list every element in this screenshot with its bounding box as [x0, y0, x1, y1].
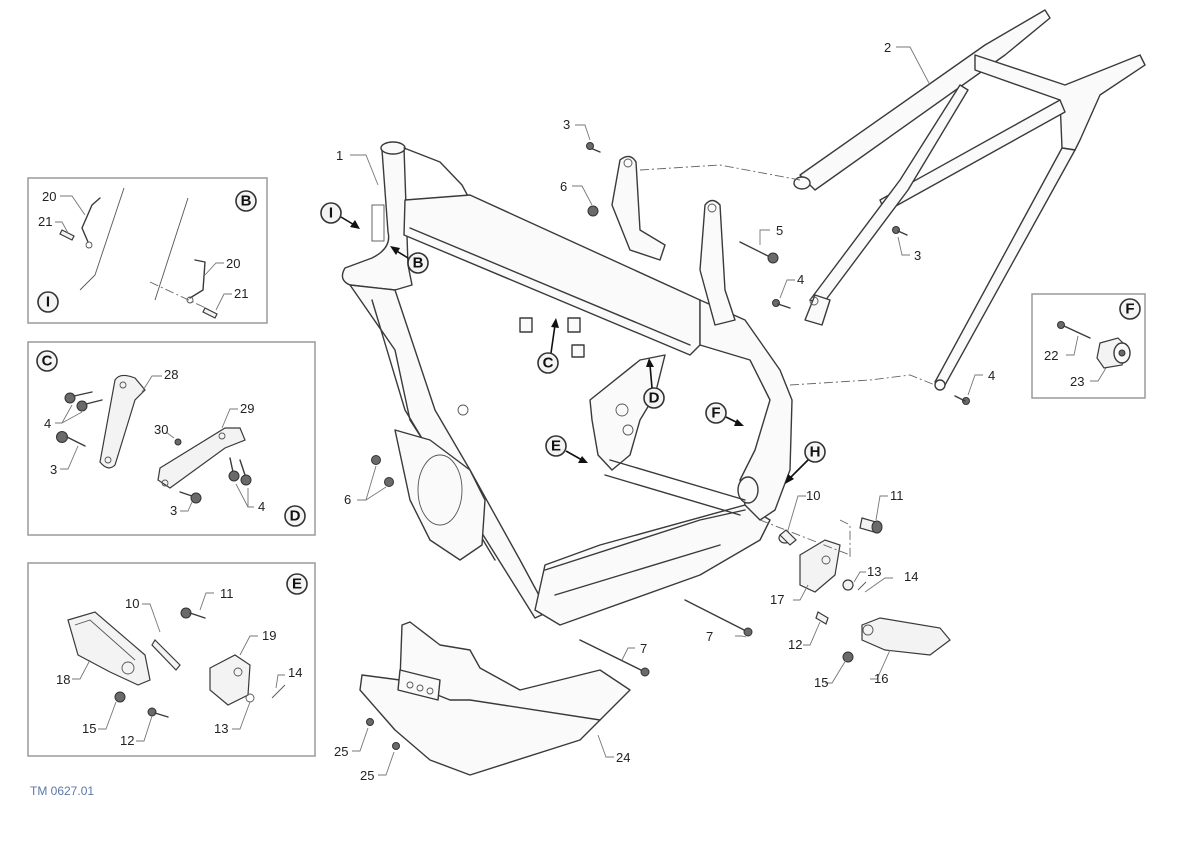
- bolt-7a: [579, 639, 646, 673]
- inset-e-marker-E: E: [292, 576, 302, 593]
- inset-e-callout-15: 15: [82, 721, 96, 736]
- callout-15: 15: [814, 675, 828, 690]
- inset-cd-callout-29: 29: [240, 401, 254, 416]
- inset-C-D: 28 4 3 29 30 3 4 C D: [27, 341, 316, 536]
- svg-text:F: F: [711, 405, 720, 422]
- inset-e-callout-19: 19: [262, 628, 276, 643]
- svg-text:D: D: [649, 390, 660, 407]
- inset-ib-callout-20a: 20: [42, 189, 56, 204]
- callout-11: 11: [890, 488, 904, 503]
- inset-E: 10 11 19 18 14 15 12 13 E: [27, 562, 316, 757]
- callout-6-lower: 6: [344, 492, 351, 507]
- inset-ib-callout-21a: 21: [38, 214, 52, 229]
- callout-10: 10: [806, 488, 820, 503]
- view-marker-E: E: [545, 435, 588, 463]
- callout-12: 12: [788, 637, 802, 652]
- view-marker-F: F: [705, 402, 744, 426]
- subframe: [639, 9, 1146, 391]
- inset-ib-marker-I: I: [46, 294, 50, 311]
- reference-code: TM 0627.01: [30, 784, 94, 798]
- view-marker-C: C: [537, 318, 559, 374]
- callout-1: 1: [336, 148, 343, 163]
- callout-24: 24: [616, 750, 630, 765]
- inset-e-callout-14: 14: [288, 665, 302, 680]
- callout-3-top: 3: [563, 117, 570, 132]
- callout-17: 17: [770, 592, 784, 607]
- inset-ib-callout-20b: 20: [226, 256, 240, 271]
- inset-F: 22 23 F: [1031, 293, 1146, 399]
- callout-2: 2: [884, 40, 891, 55]
- footpeg-assembly: [759, 517, 951, 663]
- inset-ib-callout-21b: 21: [234, 286, 248, 301]
- bolt-5: [739, 241, 773, 259]
- callout-4-rear: 4: [988, 368, 995, 383]
- inset-cd-marker-D: D: [290, 508, 301, 525]
- callout-4-subframe: 4: [797, 272, 804, 287]
- callout-13: 13: [867, 564, 881, 579]
- leader-lines: [350, 46, 983, 776]
- inset-e-callout-18: 18: [56, 672, 70, 687]
- svg-text:H: H: [810, 444, 821, 461]
- inset-e-callout-10: 10: [125, 596, 139, 611]
- callout-6-top: 6: [560, 179, 567, 194]
- view-marker-D: D: [643, 358, 665, 409]
- svg-text:E: E: [551, 438, 561, 455]
- inset-cd-callout-30: 30: [154, 422, 168, 437]
- inset-cd-callout-28: 28: [164, 367, 178, 382]
- inset-cd-callout-4b: 4: [258, 499, 265, 514]
- callout-7-lower: 7: [640, 641, 647, 656]
- view-marker-I: I: [320, 202, 360, 229]
- inset-cd-marker-C: C: [42, 353, 53, 370]
- svg-text:I: I: [329, 205, 333, 222]
- inset-cd-callout-4a: 4: [44, 416, 51, 431]
- inset-I-B: 20 21 20 21 I B: [27, 177, 268, 324]
- inset-e-callout-12: 12: [120, 733, 134, 748]
- callout-5: 5: [776, 223, 783, 238]
- inset-f-callout-22: 22: [1044, 348, 1058, 363]
- callout-25a: 25: [334, 744, 348, 759]
- inset-cd-callout-3a: 3: [50, 462, 57, 477]
- skid-plate: [359, 621, 631, 776]
- callout-3-rear: 3: [914, 248, 921, 263]
- callout-25b: 25: [360, 768, 374, 783]
- inset-f-marker-F: F: [1125, 301, 1134, 318]
- view-marker-B: B: [390, 246, 429, 274]
- inset-f-callout-23: 23: [1070, 374, 1084, 389]
- inset-e-callout-11: 11: [220, 586, 234, 601]
- svg-text:C: C: [543, 355, 554, 372]
- callout-16: 16: [874, 671, 888, 686]
- callout-7-upper: 7: [706, 629, 713, 644]
- main-frame: [341, 141, 793, 626]
- bolt-7b: [684, 599, 749, 633]
- inset-cd-callout-3b: 3: [170, 503, 177, 518]
- svg-text:B: B: [413, 255, 424, 272]
- callout-14: 14: [904, 569, 918, 584]
- inset-e-callout-13: 13: [214, 721, 228, 736]
- view-marker-H: H: [785, 441, 826, 484]
- inset-ib-marker-B: B: [241, 193, 252, 210]
